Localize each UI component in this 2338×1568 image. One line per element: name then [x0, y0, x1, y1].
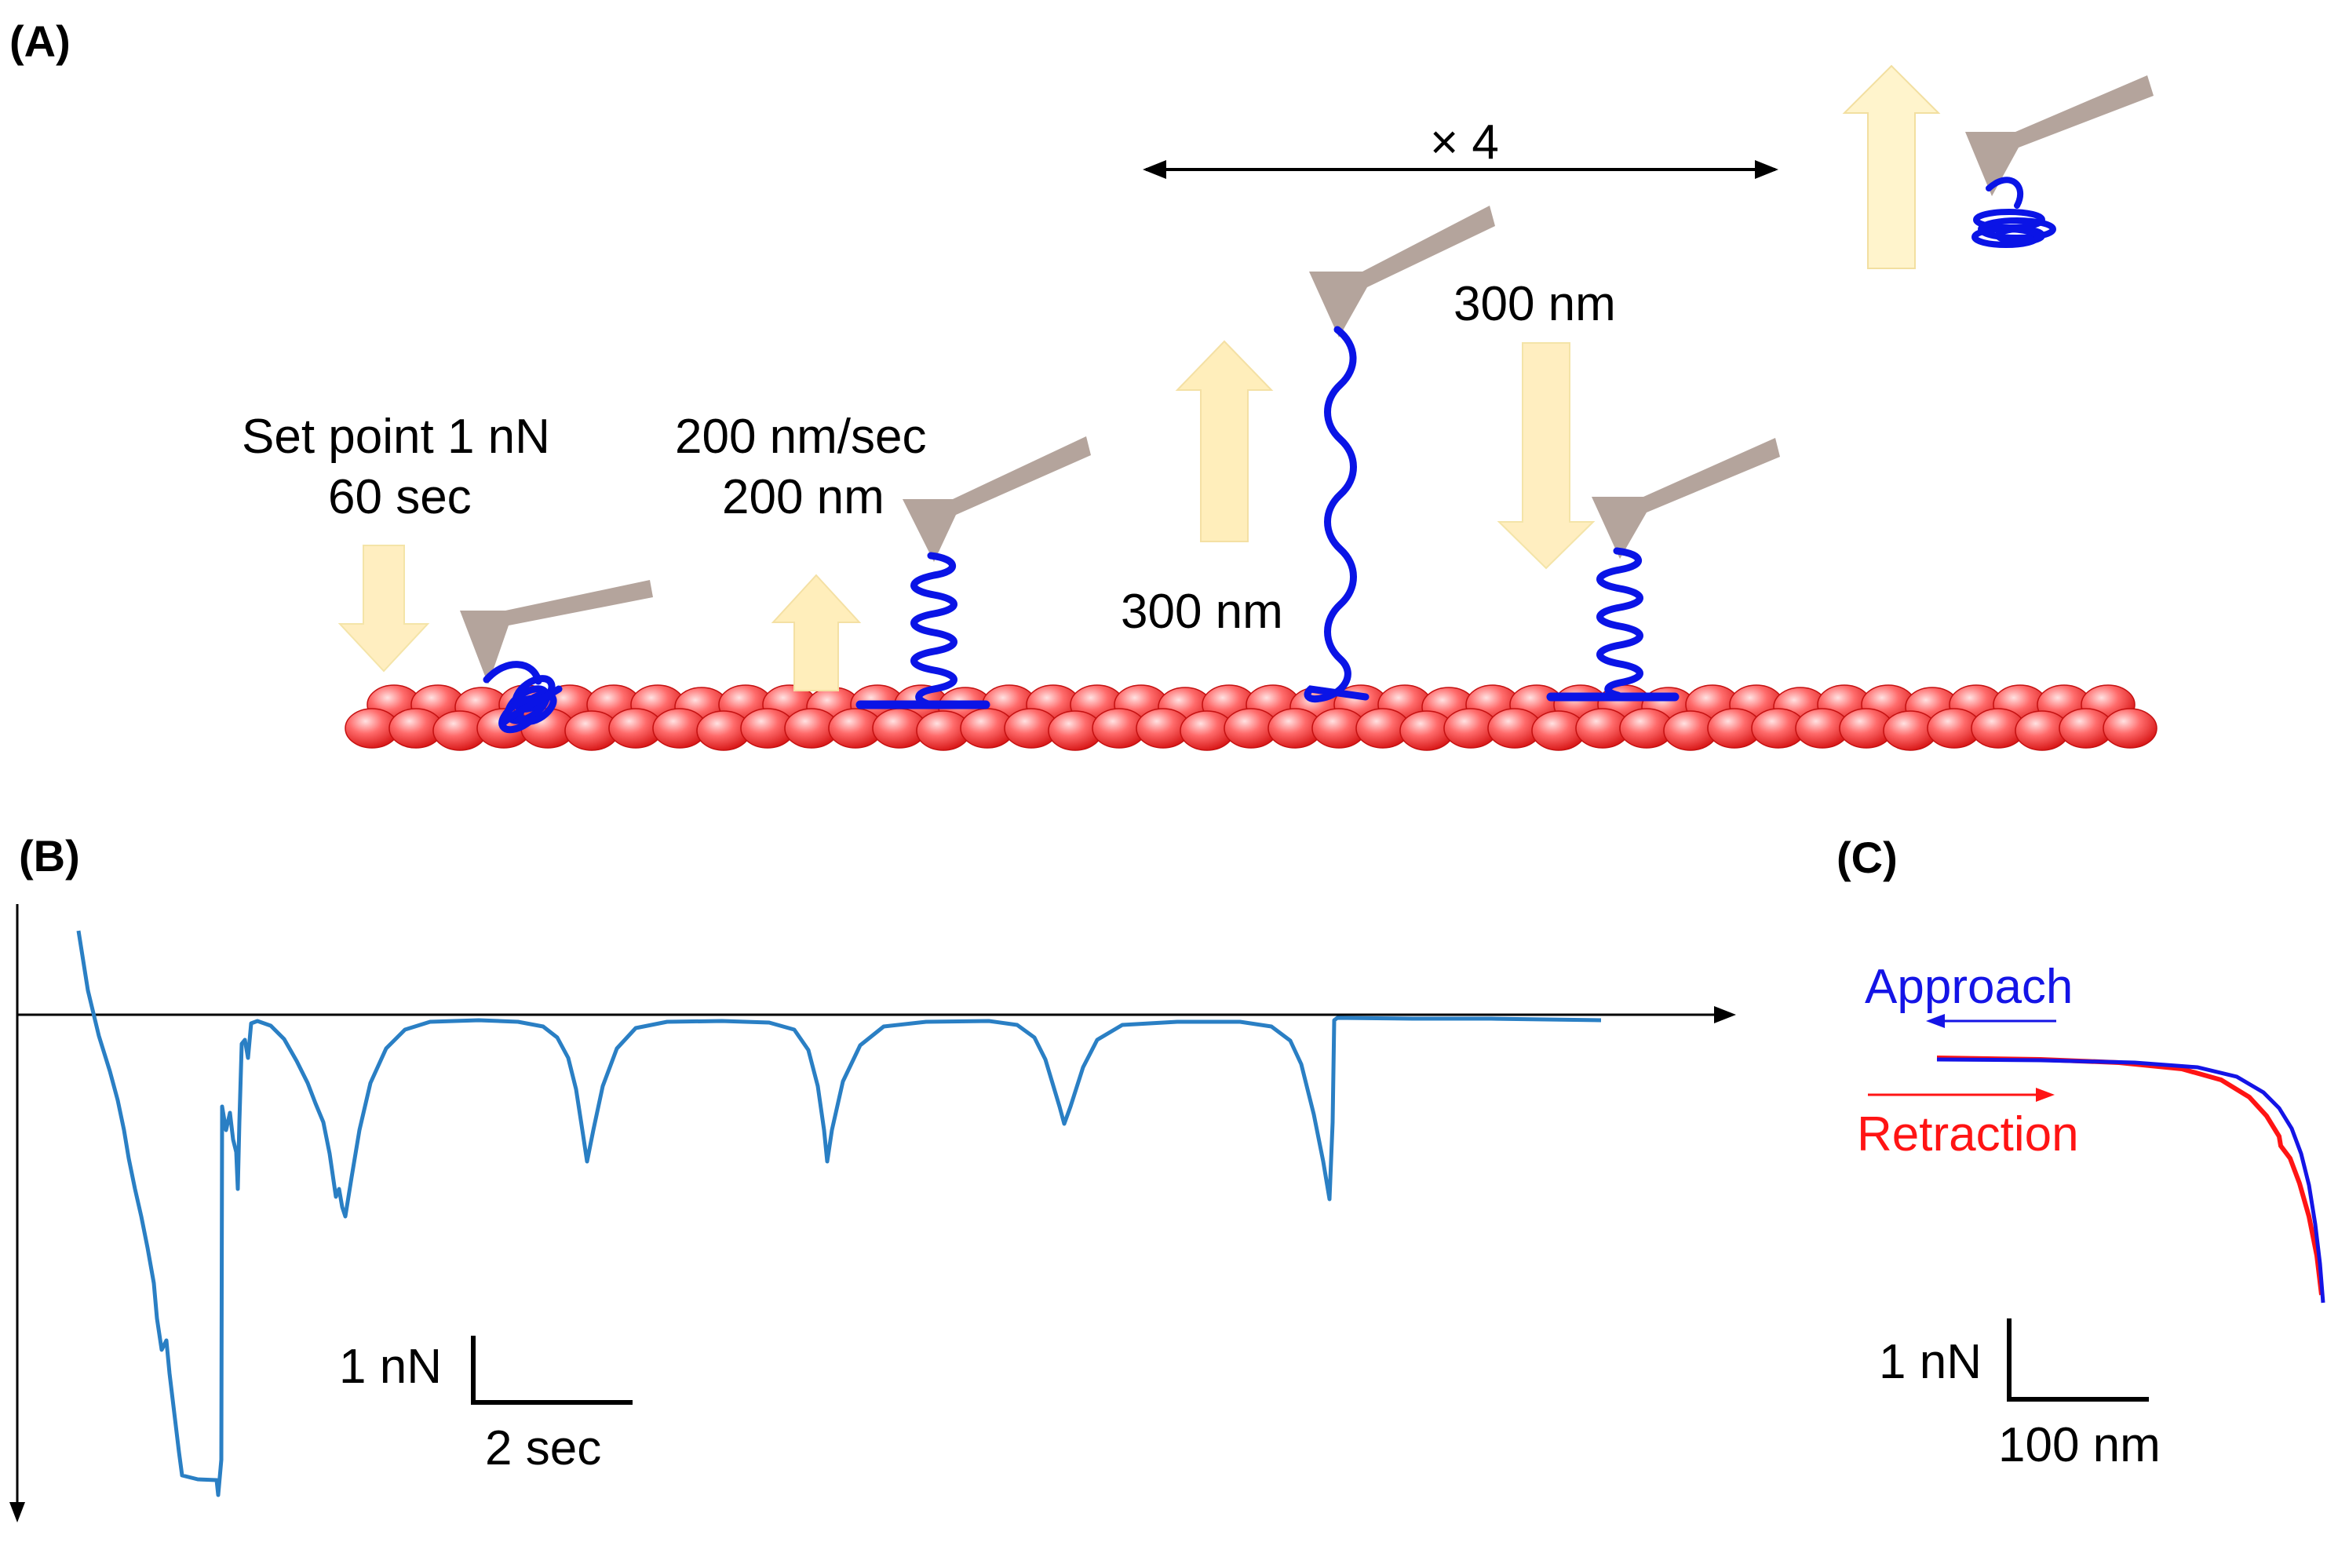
step-set-point: Set point 1 nN 60 sec [242, 410, 653, 734]
approach-curve [1936, 1057, 2325, 1304]
scale-bar-c: 1 nN 100 nm [1879, 1318, 2161, 1472]
cantilever-icon [1592, 438, 1780, 559]
set-point-label: Set point 1 nN [242, 410, 550, 464]
scale-x-label: 100 nm [1998, 1418, 2161, 1472]
arrow-up-icon [1842, 64, 1941, 269]
panel-c: (C) Approach Retraction 1 nN 100 nm [1836, 833, 2325, 1472]
approach-arrow [1926, 1014, 2056, 1028]
relax-distance-label: 300 nm [1453, 277, 1616, 331]
cantilever-icon [460, 580, 653, 684]
panel-b: (B) 1 nN 2 sec [9, 831, 1736, 1522]
y-axis-arrowhead [9, 1502, 25, 1522]
panel-a: (A) Set point 1 nN 60 sec 200 nm/sec 200… [9, 16, 2157, 751]
repeat-count-label: × 4 [1430, 115, 1499, 170]
arrow-down-icon [337, 545, 430, 673]
protein-chain-icon [1304, 326, 1370, 703]
panel-c-label: (C) [1836, 833, 1898, 882]
protein-chain-icon [1971, 177, 2056, 248]
bead-substrate [345, 684, 2157, 751]
scale-y-label: 1 nN [339, 1340, 442, 1394]
repeat-indicator: × 4 [1143, 115, 1778, 179]
protein-chain-icon [910, 552, 957, 709]
panel-b-label: (B) [19, 831, 80, 881]
step-extend-300: 300 nm [1121, 206, 1495, 703]
protein-chain-icon [483, 661, 563, 734]
extend-distance-label: 300 nm [1121, 585, 1283, 639]
scale-bar-b: 1 nN 2 sec [339, 1336, 633, 1475]
cantilever-icon [903, 436, 1091, 562]
bead [2103, 708, 2157, 749]
retraction-arrow [1868, 1088, 2055, 1102]
step-detach [1842, 64, 2154, 269]
cantilever-icon [1309, 206, 1495, 337]
step-relax-300: 300 nm [1453, 277, 1780, 702]
arrow-up-icon [771, 574, 862, 691]
arrow-down-icon [1497, 342, 1596, 570]
legend-approach: Approach [1865, 960, 2073, 1014]
legend-retraction: Retraction [1857, 1107, 2079, 1161]
step-extend-200: 200 nm/sec 200 nm [675, 410, 1091, 709]
speed-label: 200 nm/sec [675, 410, 927, 464]
scale-y-label: 1 nN [1879, 1335, 1982, 1389]
arrow-up-icon [1175, 340, 1274, 542]
force-time-trace [76, 930, 1602, 1497]
arrowhead-right [1755, 160, 1778, 179]
scale-x-label: 2 sec [485, 1421, 601, 1475]
arrowhead-left [1143, 160, 1166, 179]
panel-a-label: (A) [9, 16, 71, 66]
x-axis-arrowhead [1714, 1006, 1736, 1023]
protein-chain-icon [1596, 547, 1643, 699]
hold-time-label: 60 sec [328, 470, 472, 524]
cantilever-icon [1965, 75, 2154, 196]
distance-200-label: 200 nm [722, 470, 885, 524]
